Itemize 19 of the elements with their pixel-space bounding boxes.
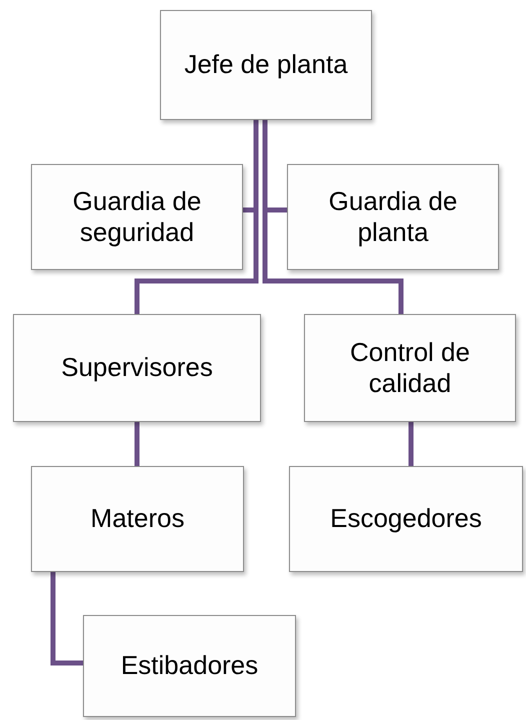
role-label: Jefe de planta (184, 49, 348, 81)
org-box (13, 314, 261, 422)
role-label: Materos (90, 503, 184, 535)
org-box (160, 10, 372, 120)
org-box (289, 466, 523, 572)
role-label: Estibadores (120, 650, 258, 682)
org-box (31, 466, 244, 572)
role-label: Supervisores (61, 352, 213, 384)
org-box (304, 314, 516, 422)
role-label: Escogedores (330, 503, 482, 535)
org-box (287, 164, 499, 270)
role-label: Guardia de planta (328, 186, 458, 248)
org-box (83, 615, 296, 717)
org-box (31, 164, 243, 270)
role-label: Control de calidad (349, 336, 471, 400)
connector-line (408, 422, 414, 466)
connector-line (50, 572, 83, 666)
connector-line (134, 422, 140, 466)
role-label: Guardia de seguridad (72, 186, 202, 248)
